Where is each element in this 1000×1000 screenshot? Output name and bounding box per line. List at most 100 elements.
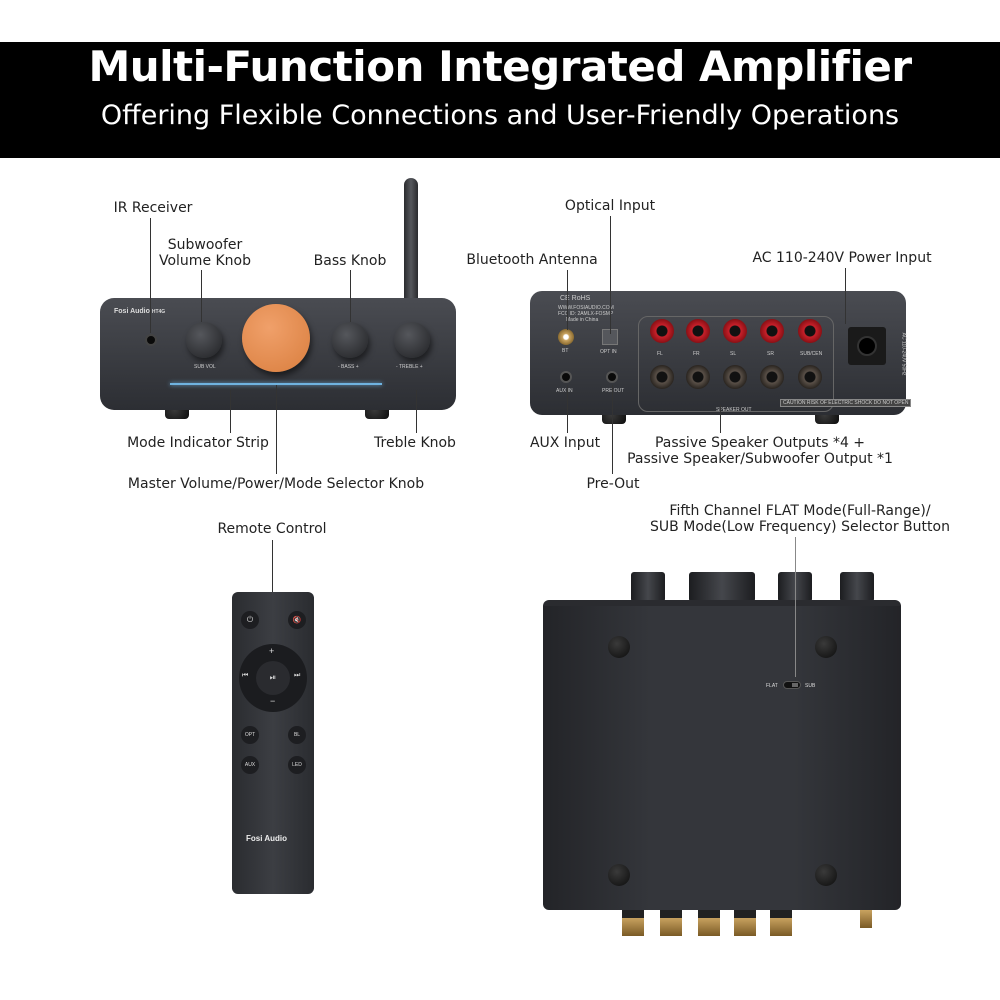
- amplifier-front: Fosi Audio HT4G SUB VOL - BASS + - TREBL…: [100, 298, 456, 410]
- mute-button[interactable]: 🔇: [288, 611, 306, 629]
- sub-label: SUB VOL: [194, 364, 216, 370]
- bt-button[interactable]: BL: [288, 726, 306, 744]
- amplifier-rear: CE RoHS WWW.FOSIAUDIO.COM FCC ID: 2AMLX-…: [530, 291, 912, 415]
- label-remote-control: Remote Control: [217, 521, 327, 537]
- aux-input[interactable]: [560, 371, 572, 383]
- antenna: [404, 178, 418, 303]
- speaker-post-black[interactable]: [798, 365, 822, 389]
- power-button[interactable]: ⏻: [241, 611, 259, 629]
- speaker-post-red[interactable]: [723, 319, 747, 343]
- leader-line: [720, 405, 721, 433]
- label-speaker-outputs: Passive Speaker Outputs *4 +Passive Spea…: [627, 435, 893, 467]
- antenna-connector: [860, 910, 872, 928]
- knob-top: [840, 572, 874, 602]
- flat-sub-switch[interactable]: [783, 681, 801, 689]
- made-in: Made in China: [566, 317, 599, 323]
- label-treble-knob: Treble Knob: [374, 435, 456, 451]
- rubber-foot: [815, 636, 837, 658]
- pre-label: PRE OUT: [602, 388, 625, 394]
- knob-top: [689, 572, 755, 602]
- channel-label: SUB/CEN: [800, 351, 823, 357]
- leader-line: [276, 385, 277, 474]
- speaker-panel: [638, 316, 834, 412]
- aux-label: AUX IN: [556, 388, 573, 394]
- header-banner: Multi-Function Integrated Amplifier Offe…: [0, 42, 1000, 158]
- speaker-post-black[interactable]: [723, 365, 747, 389]
- cert-marks: CE RoHS: [560, 295, 591, 302]
- leader-line: [150, 218, 151, 333]
- flat-label: FLAT: [766, 683, 778, 689]
- leader-line: [845, 268, 846, 324]
- amplifier-bottom: FLAT SUB: [543, 600, 901, 910]
- channel-label: SR: [767, 351, 774, 357]
- master-volume-knob[interactable]: [242, 304, 310, 372]
- power-input[interactable]: [848, 327, 886, 365]
- leader-line: [416, 390, 417, 433]
- channel-label: FL: [657, 351, 663, 357]
- treble-label: - TREBLE +: [396, 364, 423, 370]
- sub-label: SUB: [805, 683, 816, 689]
- speaker-post-red[interactable]: [798, 319, 822, 343]
- leader-line: [350, 270, 351, 322]
- next-button[interactable]: ⏭: [294, 672, 301, 679]
- channel-label: FR: [693, 351, 700, 357]
- label-ir-receiver: IR Receiver: [113, 200, 193, 216]
- bt-label: BT: [562, 348, 569, 354]
- speaker-out-label: SPEAKER OUT: [716, 407, 752, 413]
- mode-indicator-strip: [170, 383, 382, 385]
- aux-button[interactable]: AUX: [241, 756, 259, 774]
- label-bass-knob: Bass Knob: [313, 253, 387, 269]
- website: WWW.FOSIAUDIO.COM: [558, 305, 614, 311]
- speaker-post-black[interactable]: [760, 365, 784, 389]
- page-title: Multi-Function Integrated Amplifier: [88, 42, 912, 91]
- d-pad: + − ⏮ ⏭ ⏯: [239, 644, 307, 712]
- leader-line: [795, 537, 796, 677]
- speaker-post-black[interactable]: [650, 365, 674, 389]
- subwoofer-volume-knob[interactable]: [186, 322, 222, 358]
- knob-top: [631, 572, 665, 602]
- brand-logo: Fosi Audio HT4G: [114, 308, 166, 315]
- treble-knob[interactable]: [394, 322, 430, 358]
- page-subtitle: Offering Flexible Connections and User-F…: [100, 100, 900, 131]
- ir-receiver: [145, 334, 157, 346]
- rubber-foot: [608, 864, 630, 886]
- leader-line: [272, 540, 273, 592]
- leader-line: [567, 270, 568, 330]
- opt-button[interactable]: OPT: [241, 726, 259, 744]
- label-mode-strip: Mode Indicator Strip: [127, 435, 269, 451]
- speaker-post-red[interactable]: [760, 319, 784, 343]
- label-bluetooth-antenna: Bluetooth Antenna: [466, 252, 598, 268]
- leader-line: [201, 270, 202, 322]
- speaker-post-black[interactable]: [686, 365, 710, 389]
- leader-line: [610, 216, 611, 334]
- label-master-knob: Master Volume/Power/Mode Selector Knob: [127, 476, 425, 492]
- label-optical-input: Optical Input: [564, 198, 656, 214]
- label-flat-sub-selector: Fifth Channel FLAT Mode(Full-Range)/SUB …: [650, 503, 950, 535]
- caution-label: CAUTION RISK OF ELECTRIC SHOCK DO NOT OP…: [780, 399, 912, 407]
- volume-up-button[interactable]: +: [269, 646, 275, 656]
- remote-control: ⏻ 🔇 + − ⏮ ⏭ ⏯ OPT BL AUX LED Fosi Audio: [232, 592, 314, 894]
- label-pre-out: Pre-Out: [586, 476, 640, 492]
- rubber-foot: [608, 636, 630, 658]
- speaker-post-red[interactable]: [650, 319, 674, 343]
- leader-line: [230, 390, 231, 433]
- channel-label: SL: [730, 351, 737, 357]
- bass-label: - BASS +: [338, 364, 359, 370]
- rubber-foot: [815, 864, 837, 886]
- ac-rating: AC 110-240V 50Hz: [900, 332, 907, 376]
- volume-down-button[interactable]: −: [270, 696, 276, 706]
- led-button[interactable]: LED: [288, 756, 306, 774]
- leader-line: [567, 385, 568, 433]
- label-aux-input: AUX Input: [529, 435, 601, 451]
- speaker-post-red[interactable]: [686, 319, 710, 343]
- remote-brand-logo: Fosi Audio: [246, 834, 288, 843]
- leader-line: [612, 385, 613, 474]
- bass-knob[interactable]: [332, 322, 368, 358]
- label-ac-power: AC 110-240V Power Input: [752, 250, 932, 266]
- pre-out[interactable]: [606, 371, 618, 383]
- opt-label: OPT IN: [600, 349, 617, 355]
- fcc-id: FCC ID: 2AMLX-FOSMP: [558, 311, 614, 317]
- prev-button[interactable]: ⏮: [242, 672, 249, 679]
- play-pause-button[interactable]: ⏯: [256, 661, 290, 695]
